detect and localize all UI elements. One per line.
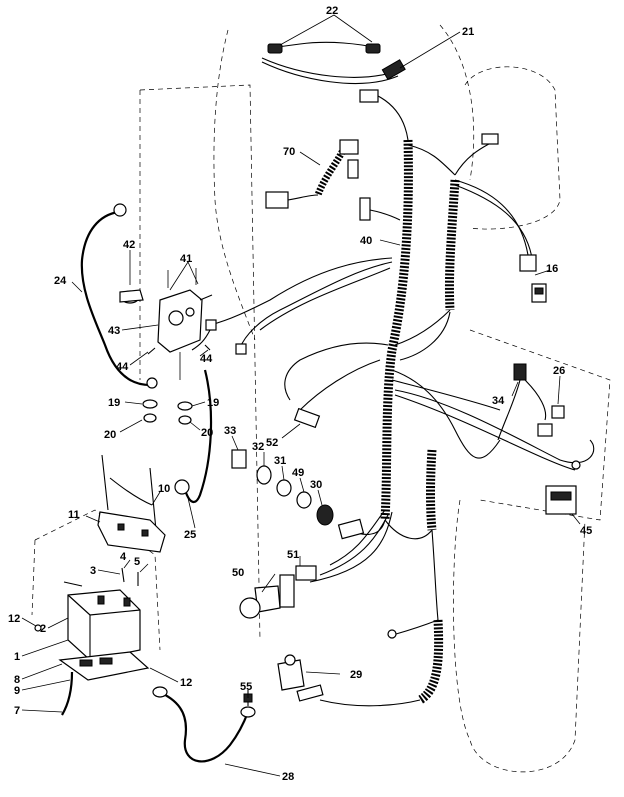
cable-28 bbox=[152, 686, 256, 763]
callout-24: 24 bbox=[54, 275, 67, 287]
callout-41: 41 bbox=[180, 253, 192, 265]
callout-40: 40 bbox=[360, 235, 372, 247]
callout-1: 1 bbox=[14, 651, 20, 663]
callout-34: 34 bbox=[492, 395, 505, 407]
callout-5: 5 bbox=[134, 556, 140, 568]
callout-7: 7 bbox=[14, 705, 20, 717]
callout-16: 16 bbox=[546, 263, 558, 275]
callout-12-left: 12 bbox=[8, 613, 20, 625]
callout-44-left: 44 bbox=[116, 361, 129, 373]
callout-29: 29 bbox=[350, 669, 362, 681]
callout-31: 31 bbox=[274, 455, 286, 467]
bolts-and-bracket bbox=[97, 454, 166, 553]
callout-43: 43 bbox=[108, 325, 120, 337]
callout-25: 25 bbox=[184, 529, 196, 541]
callout-70: 70 bbox=[283, 146, 295, 158]
callout-55: 55 bbox=[240, 681, 252, 693]
cable-24 bbox=[80, 203, 158, 389]
connector-70 bbox=[265, 139, 401, 221]
callout-30: 30 bbox=[310, 479, 322, 491]
callout-3: 3 bbox=[90, 565, 96, 577]
harness-branch-left bbox=[191, 257, 393, 429]
callout-51: 51 bbox=[287, 549, 299, 561]
callout-20-left: 20 bbox=[104, 429, 116, 441]
callout-19-left: 19 bbox=[108, 397, 120, 409]
callout-28: 28 bbox=[282, 771, 294, 783]
callout-33: 33 bbox=[224, 425, 236, 437]
solenoid-assembly bbox=[119, 268, 213, 380]
ignition-hardware bbox=[231, 449, 334, 526]
switch-50-51 bbox=[239, 565, 317, 619]
callout-8: 8 bbox=[14, 674, 20, 686]
callout-labels: 22 21 70 40 16 42 41 24 43 44 44 19 19 2… bbox=[8, 5, 592, 783]
callout-44-right: 44 bbox=[200, 353, 213, 365]
battery bbox=[34, 567, 150, 716]
callout-2: 2 bbox=[40, 623, 46, 635]
callout-45: 45 bbox=[580, 525, 592, 537]
callout-50: 50 bbox=[232, 567, 244, 579]
callout-9: 9 bbox=[14, 685, 20, 697]
upper-harness bbox=[261, 41, 409, 141]
callout-21: 21 bbox=[462, 26, 474, 38]
switch-29 bbox=[277, 619, 439, 702]
connector-16 bbox=[531, 283, 547, 303]
callout-11: 11 bbox=[68, 509, 80, 521]
main-harness-40 bbox=[309, 133, 595, 707]
hardware-19-20 bbox=[142, 399, 193, 425]
callout-20-right: 20 bbox=[201, 427, 213, 439]
cable-25 bbox=[174, 369, 213, 503]
tractor-body-outline bbox=[31, 24, 611, 773]
callout-19-right: 19 bbox=[207, 397, 219, 409]
right-connectors bbox=[497, 363, 581, 515]
callout-52: 52 bbox=[266, 437, 278, 449]
callout-22: 22 bbox=[326, 5, 338, 17]
callout-4: 4 bbox=[120, 551, 127, 563]
callout-32: 32 bbox=[252, 441, 264, 453]
callout-12-right: 12 bbox=[180, 677, 192, 689]
callout-42: 42 bbox=[123, 239, 135, 251]
callout-10: 10 bbox=[158, 483, 170, 495]
callout-49: 49 bbox=[292, 467, 304, 479]
callout-26: 26 bbox=[553, 365, 565, 377]
leader-lines bbox=[21, 14, 581, 777]
